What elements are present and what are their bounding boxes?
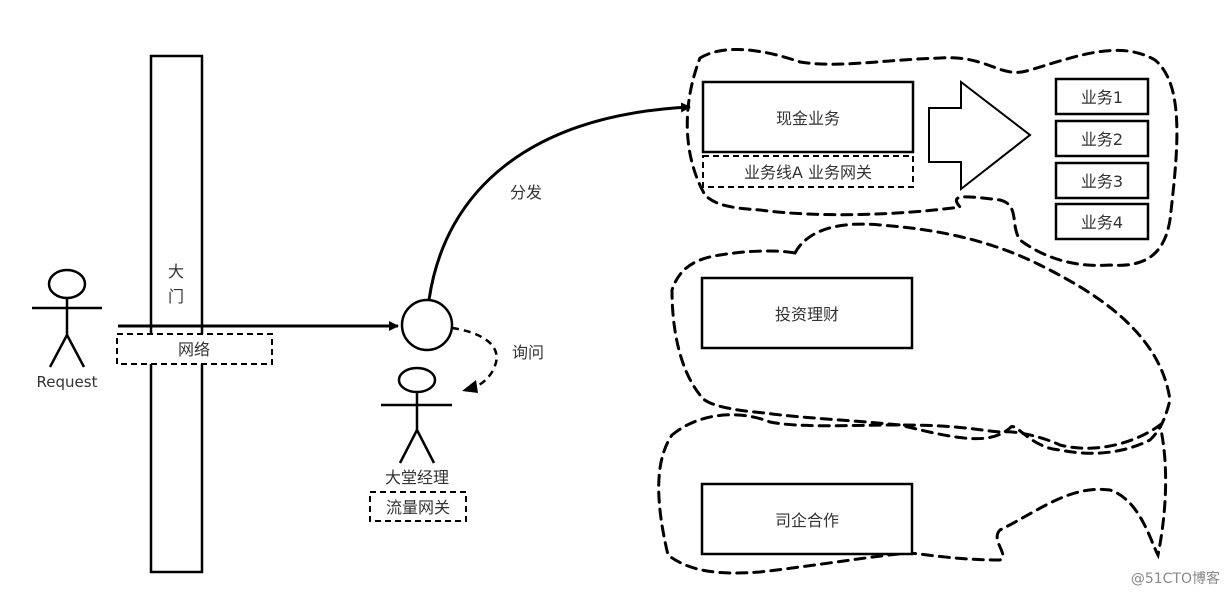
sub-service-2: 业务2	[1054, 119, 1150, 158]
actor-left-leg	[48, 334, 69, 368]
actor-left-leg	[398, 429, 419, 464]
actor-right-leg	[415, 429, 436, 464]
inquire-label: 询问	[512, 343, 544, 362]
enterprise-label: 司企合作	[775, 511, 839, 530]
network-box: 网络	[116, 333, 273, 365]
cash-gateway-box	[702, 155, 914, 188]
request-label: Request	[37, 373, 98, 391]
gate-label-1: 大	[168, 262, 184, 281]
cash-business-box	[701, 80, 915, 154]
lobby-manager-label: 大堂经理	[385, 468, 449, 487]
watermark: @51CTO博客	[1131, 570, 1220, 587]
network-dashed-border	[116, 333, 273, 365]
enterprise-box	[700, 482, 914, 556]
gate: 大 门	[149, 54, 204, 574]
investment-label: 投资理财	[775, 305, 839, 324]
block-arrow-icon	[928, 79, 1032, 192]
sub-service-box	[1054, 202, 1150, 241]
sub-service-1: 业务1	[1054, 77, 1150, 116]
inquire-arrow	[451, 326, 498, 393]
inquire-arrowhead	[462, 380, 478, 393]
actor-head	[397, 366, 437, 394]
traffic-gateway-box: 流量网关	[369, 491, 467, 522]
sub-service-label: 业务2	[1081, 130, 1123, 149]
sub-services: 业务1 业务2 业务3 业务4	[1054, 77, 1150, 241]
actor-right-leg	[65, 334, 86, 368]
sub-service-label: 业务4	[1081, 213, 1123, 232]
dispatch-label: 分发	[510, 183, 542, 202]
enterprise-business: 司企合作	[700, 482, 914, 556]
cash-business: 现金业务 业务线A 业务网关	[701, 80, 915, 188]
network-label: 网络	[178, 340, 210, 359]
cash-gateway-label: 业务线A 业务网关	[744, 163, 872, 182]
sub-service-box	[1054, 77, 1150, 116]
traffic-gateway-border	[369, 491, 467, 522]
request-actor: Request	[32, 268, 102, 391]
dispatch-arrow	[427, 102, 691, 301]
cash-business-label: 现金业务	[776, 109, 840, 128]
sub-service-box	[1054, 161, 1150, 200]
investment-business: 投资理财	[700, 276, 914, 350]
traffic-gateway-label: 流量网关	[386, 498, 450, 517]
sub-service-box	[1054, 119, 1150, 158]
sub-service-3: 业务3	[1054, 161, 1150, 200]
lobby-manager-actor: 大堂经理	[381, 366, 452, 487]
inquire-curve	[451, 326, 498, 390]
sub-service-4: 业务4	[1054, 202, 1150, 241]
cash-group-boundary	[685, 47, 1179, 267]
dispatcher-node	[400, 298, 454, 352]
gate-pillar	[149, 54, 204, 574]
investment-box	[700, 276, 914, 350]
gate-label-2: 门	[168, 287, 184, 306]
sub-service-label: 业务3	[1081, 172, 1123, 191]
sub-service-label: 业务1	[1081, 88, 1123, 107]
enterprise-group-boundary	[657, 413, 1168, 575]
actor-head	[47, 268, 87, 300]
investment-group-boundary	[670, 222, 1172, 455]
